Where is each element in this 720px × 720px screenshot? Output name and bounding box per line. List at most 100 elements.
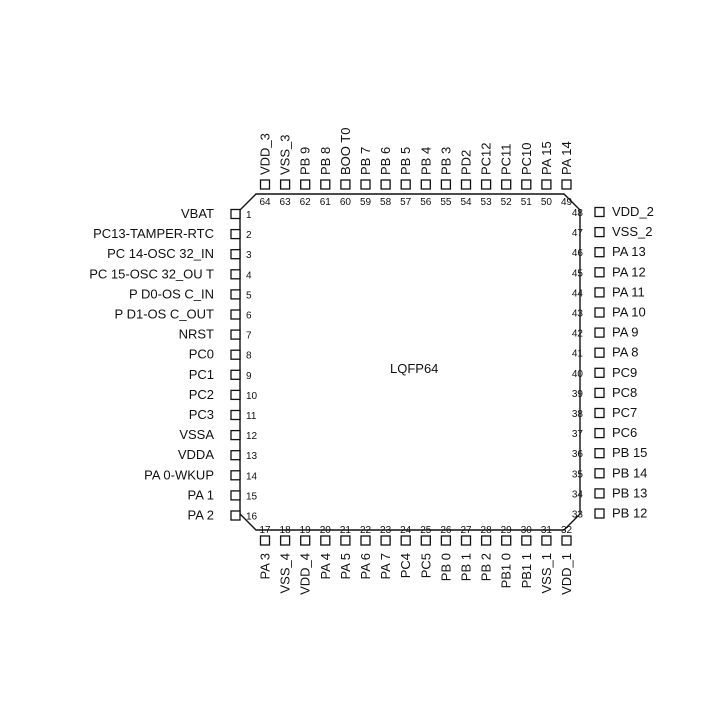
pin-number-25: 25 (420, 525, 432, 536)
pin-number-20: 20 (320, 525, 332, 536)
pin-label-28: PB 2 (479, 553, 494, 581)
pin-pad-62 (300, 179, 311, 190)
pin-number-59: 59 (360, 197, 372, 208)
pin-label-25: PC5 (418, 553, 433, 578)
pin-number-48: 48 (572, 208, 584, 219)
pin-pad-38 (594, 407, 605, 419)
pin-label-59: PB 7 (358, 147, 373, 175)
pin-number-17: 17 (259, 525, 271, 536)
pin-label-47: VSS_2 (612, 224, 652, 239)
pin-label-45: PA 12 (612, 264, 646, 279)
pin-label-49: PA 14 (559, 141, 574, 175)
pin-label-10: PC2 (189, 387, 214, 402)
pin-pad-3 (230, 249, 241, 260)
pin-number-46: 46 (572, 248, 584, 259)
pin-label-58: PB 6 (378, 147, 393, 175)
pin-number-41: 41 (572, 349, 584, 360)
pin-pad-12 (230, 429, 241, 441)
pin-pad-53 (480, 179, 492, 190)
pin-pad-39 (594, 387, 605, 399)
pin-label-11: PC3 (189, 407, 214, 422)
pin-pad-6 (230, 309, 241, 320)
pin-label-63: VSS_3 (278, 135, 293, 175)
pin-label-55: PB 3 (438, 147, 453, 175)
pin-pad-10 (230, 389, 241, 401)
pin-label-53: PC12 (479, 142, 494, 175)
pin-label-16: PA 2 (187, 508, 214, 523)
pin-label-19: VDD_4 (298, 553, 313, 595)
pin-pad-56 (420, 179, 431, 190)
pin-pad-37 (594, 427, 605, 439)
pin-number-61: 61 (320, 197, 332, 208)
pin-pad-24 (400, 535, 411, 546)
pin-label-21: PA 5 (338, 553, 353, 580)
pin-label-37: PC6 (612, 425, 637, 440)
pin-label-61: PB 8 (318, 147, 333, 175)
pin-label-5: P D0-OS C_IN (129, 286, 214, 301)
pin-number-13: 13 (246, 451, 258, 462)
pin-label-6: P D1-OS C_OUT (115, 307, 215, 322)
pin-label-4: PC 15-OSC 32_OU T (89, 266, 214, 281)
pin-label-31: VSS_1 (539, 553, 554, 593)
pin-pad-22 (360, 535, 371, 546)
pin-pad-28 (480, 535, 492, 546)
pin-number-16: 16 (246, 512, 258, 523)
pin-pad-60 (340, 179, 351, 190)
pin-number-49: 49 (561, 197, 573, 208)
pin-pad-41 (594, 347, 605, 358)
pin-number-14: 14 (246, 471, 258, 482)
pin-number-43: 43 (572, 309, 584, 320)
pin-number-60: 60 (340, 197, 352, 208)
pin-number-62: 62 (300, 197, 312, 208)
pin-pad-30 (521, 535, 532, 546)
pin-number-9: 9 (246, 371, 252, 382)
pin-number-55: 55 (440, 197, 452, 208)
pin-pad-19 (300, 535, 311, 546)
pin-label-40: PC9 (612, 365, 637, 380)
pin-label-42: PA 9 (612, 325, 639, 340)
pin-label-38: PC7 (612, 405, 637, 420)
pin-pad-29 (501, 535, 512, 546)
pin-label-9: PC1 (189, 367, 214, 382)
pin-pad-2 (230, 228, 241, 240)
pin-label-13: VDDA (178, 447, 214, 462)
pin-label-20: PA 4 (318, 553, 333, 580)
pin-label-34: PB 13 (612, 485, 647, 500)
pin-label-7: NRST (179, 327, 214, 342)
pin-number-37: 37 (572, 429, 584, 440)
pin-label-1: VBAT (181, 206, 214, 221)
pin-label-35: PB 14 (612, 465, 647, 480)
pin-number-21: 21 (340, 525, 352, 536)
pin-label-56: PB 4 (418, 147, 433, 175)
pin-number-6: 6 (246, 311, 252, 322)
pin-number-44: 44 (572, 288, 584, 299)
pin-pad-27 (460, 535, 472, 546)
pin-number-18: 18 (280, 525, 292, 536)
pin-label-46: PA 13 (612, 244, 646, 259)
pin-pad-15 (230, 490, 241, 501)
pin-number-8: 8 (246, 351, 252, 362)
pin-pad-49 (561, 179, 572, 190)
pin-number-39: 39 (572, 389, 584, 400)
pin-pad-25 (420, 535, 431, 546)
pin-label-15: PA 1 (187, 487, 214, 502)
pin-number-1: 1 (246, 210, 252, 221)
pin-label-43: PA 10 (612, 305, 646, 320)
pin-label-14: PA 0-WKUP (144, 467, 214, 482)
pin-number-32: 32 (561, 525, 573, 536)
pin-number-54: 54 (460, 197, 472, 208)
pin-number-3: 3 (246, 250, 252, 261)
pin-number-2: 2 (246, 230, 252, 241)
pin-label-64: VDD_3 (258, 133, 273, 175)
pin-pad-23 (380, 535, 391, 546)
pin-label-50: PA 15 (539, 141, 554, 175)
pin-pad-46 (594, 247, 605, 258)
pin-label-41: PA 8 (612, 345, 639, 360)
pin-number-36: 36 (572, 449, 584, 460)
pin-number-19: 19 (300, 525, 312, 536)
pin-label-23: PA 7 (378, 553, 393, 580)
pin-number-40: 40 (572, 369, 584, 380)
pin-number-63: 63 (280, 197, 292, 208)
pin-pad-59 (360, 179, 371, 190)
pin-pad-1 (230, 208, 241, 220)
